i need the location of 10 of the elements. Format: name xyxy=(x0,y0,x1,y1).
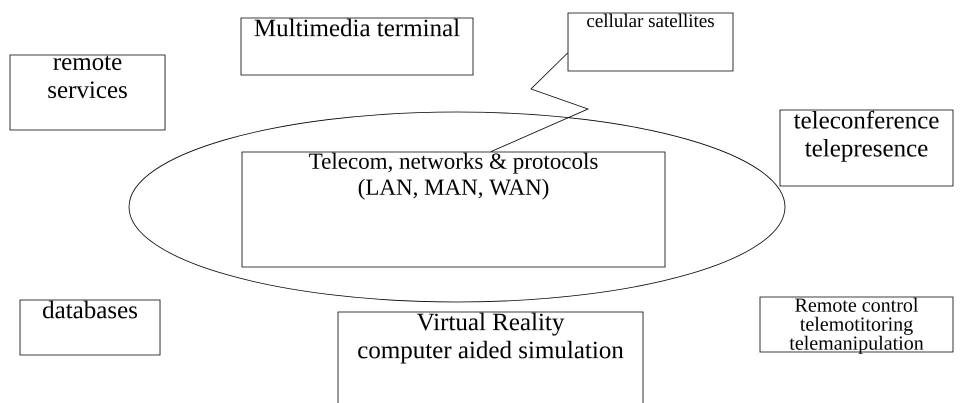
lightning-link xyxy=(490,52,590,152)
network-ellipse xyxy=(128,112,786,302)
text-box: remote services xyxy=(10,54,166,130)
text-box: Remote control telemotitoring telemanipulation xyxy=(760,296,954,354)
text-box: databases xyxy=(20,300,160,356)
text-box: Telecom, networks & protocols (LAN, MAN, WAN) xyxy=(242,152,666,268)
text-box: Multimedia terminal xyxy=(240,18,474,76)
text-box: Virtual Reality computer aided simulation xyxy=(338,312,644,403)
text-box: cellular satellites xyxy=(568,12,734,72)
text-box: teleconference telepresence xyxy=(780,110,954,186)
